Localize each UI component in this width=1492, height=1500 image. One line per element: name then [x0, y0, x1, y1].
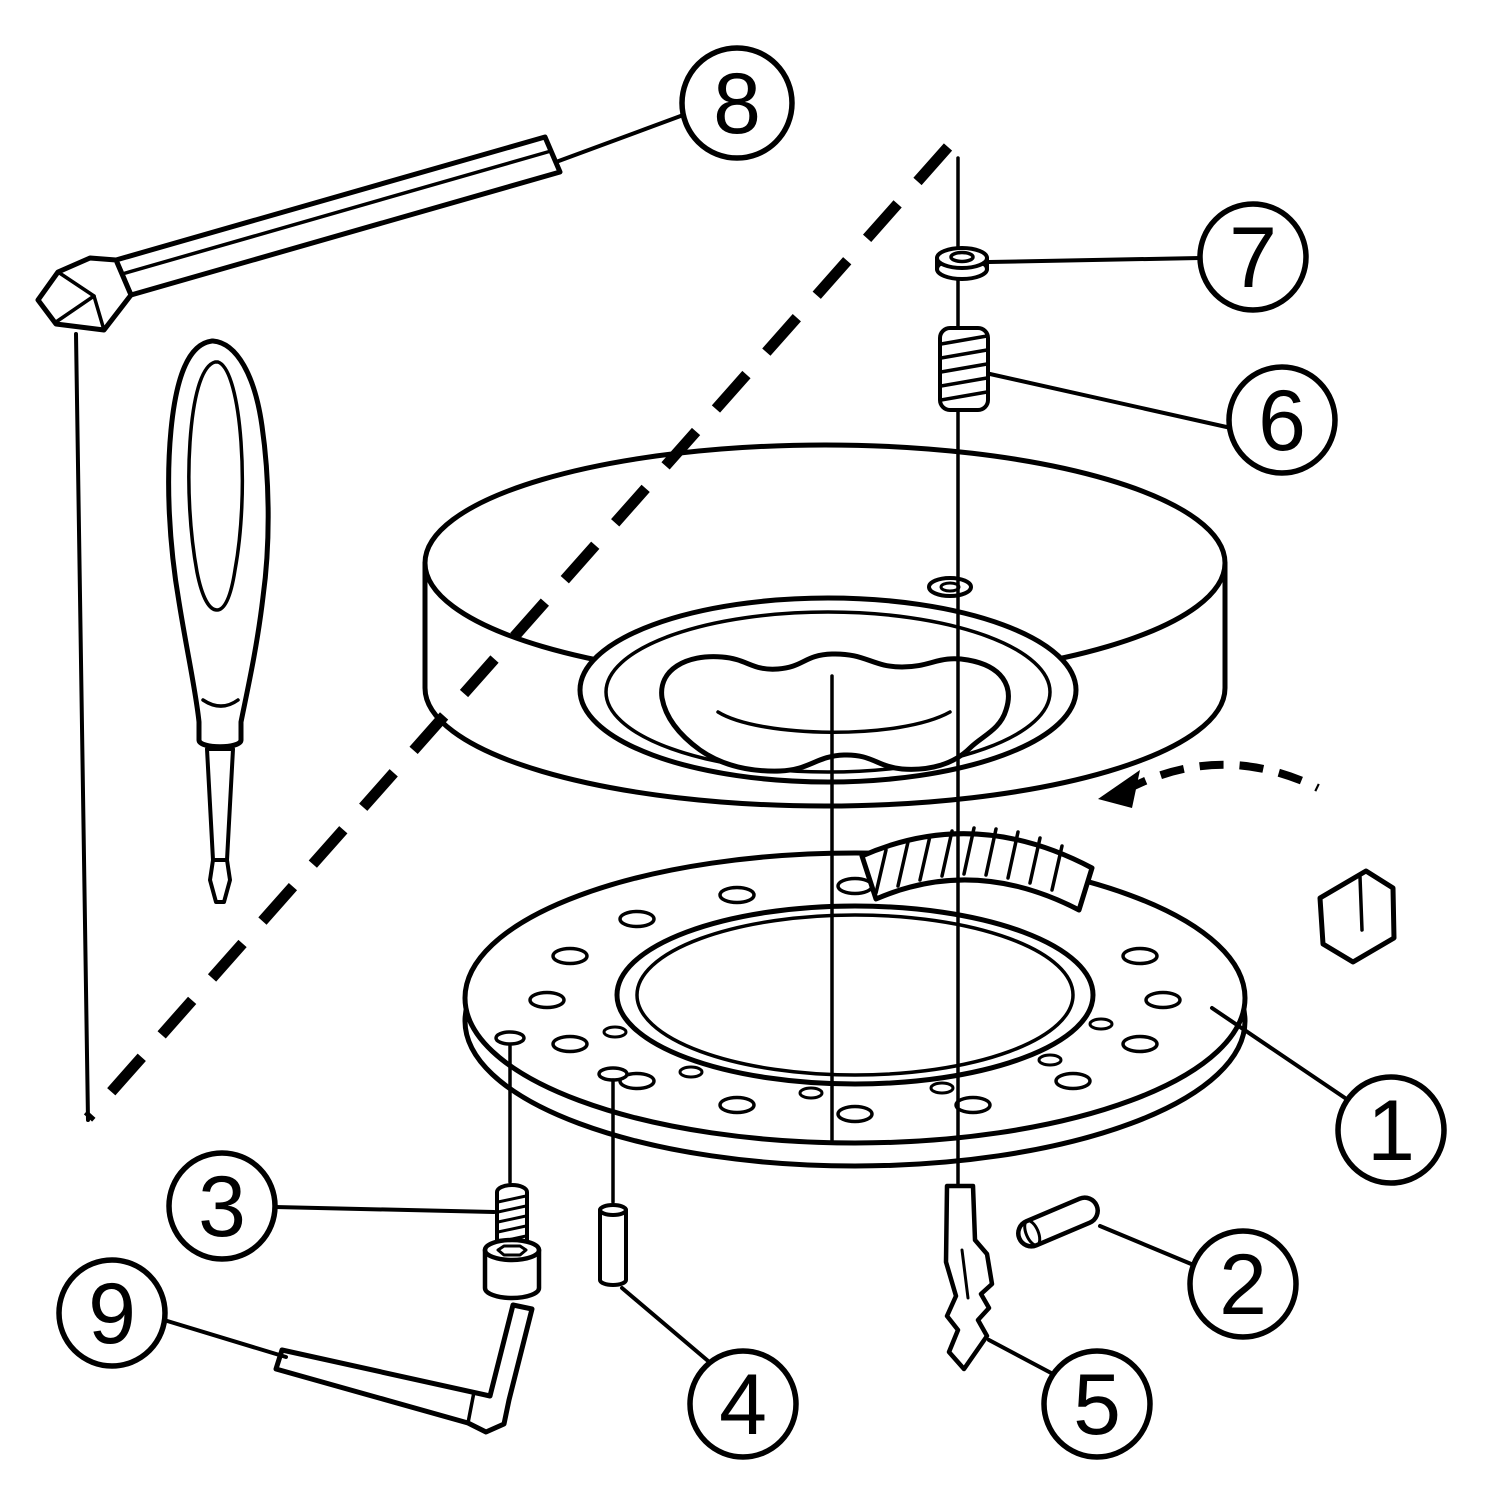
body-screw-hole: [927, 576, 973, 598]
callout-6-label: 6: [1258, 373, 1306, 469]
serrated-segment: [859, 826, 1095, 913]
alignment-dashed-line: [83, 143, 953, 1122]
lock-nut: [935, 246, 989, 281]
clamp-screw: [482, 1183, 542, 1301]
callout-2-label: 2: [1219, 1237, 1267, 1333]
screwdriver: [166, 338, 271, 904]
dowel-pin: [1016, 1195, 1100, 1249]
loose-wedge-piece: [1317, 868, 1397, 965]
shim-ring: [462, 850, 1248, 1169]
arrowhead: [1098, 770, 1140, 808]
callout-1: 1: [1335, 1074, 1447, 1186]
callout-1-label: 1: [1367, 1083, 1415, 1179]
callout-9: 9: [56, 1257, 168, 1369]
leader-lines: [162, 112, 1350, 1376]
hex-wrench-tool: [35, 134, 563, 333]
drive-pocket: [659, 651, 1011, 774]
screwdriver-tip: [208, 858, 232, 904]
callout-7: 7: [1197, 201, 1309, 313]
wedge-clamp: [943, 1183, 995, 1372]
alignment-left-line: [74, 332, 90, 1122]
callout-5: 5: [1041, 1348, 1153, 1460]
l-hex-key: [273, 1302, 535, 1435]
set-screw: [938, 326, 990, 412]
callout-7-label: 7: [1229, 210, 1277, 306]
ring-center-opening: [614, 903, 1096, 1087]
callout-9-label: 9: [88, 1266, 136, 1362]
callout-3-label: 3: [198, 1159, 246, 1255]
cutter-body: [422, 442, 1228, 809]
hex-socket: [496, 1244, 528, 1257]
rotation-arrow: [1098, 760, 1320, 808]
callout-4-label: 4: [719, 1357, 767, 1453]
callout-3: 3: [166, 1150, 278, 1262]
cylindrical-pin: [598, 1203, 628, 1287]
ring-small-holes: [602, 1017, 1114, 1100]
ring-bolt-holes: [494, 876, 1182, 1124]
screwdriver-shaft: [205, 747, 235, 862]
callout-2: 2: [1187, 1228, 1299, 1340]
callout-6: 6: [1226, 364, 1338, 476]
callout-8-label: 8: [713, 56, 761, 152]
callout-8: 8: [679, 45, 795, 161]
callout-5-label: 5: [1073, 1357, 1121, 1453]
callout-4: 4: [687, 1348, 799, 1460]
